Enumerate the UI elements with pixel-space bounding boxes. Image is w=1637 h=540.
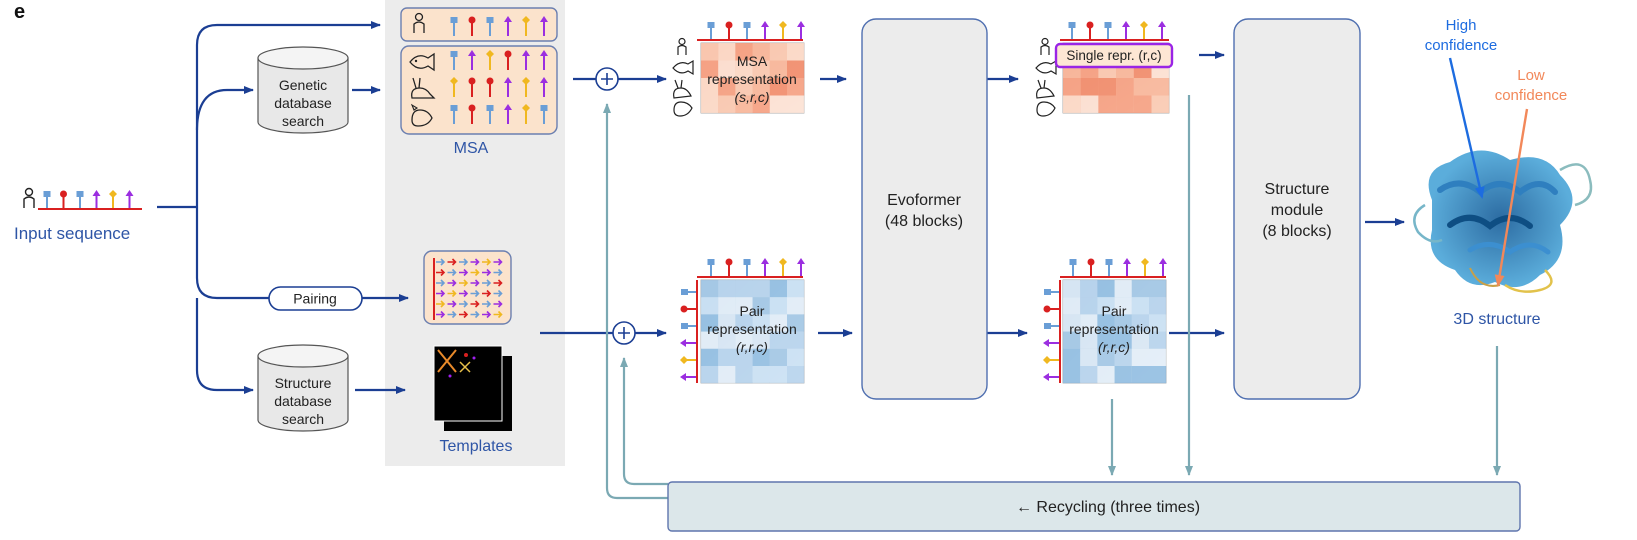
pairing-label: Pairing (293, 291, 337, 307)
structure-module-line3: (8 blocks) (1262, 223, 1331, 240)
chicken-icon (410, 103, 433, 127)
genetic-database-cylinder: Genetic database search (257, 46, 349, 134)
human-icon (23, 187, 35, 208)
structure-module-line2: module (1271, 202, 1324, 219)
human-icon (413, 12, 425, 33)
evoformer-line2: (48 blocks) (885, 213, 963, 230)
human-icon (677, 37, 687, 55)
structure-3d-label: 3D structure (1453, 311, 1540, 328)
main-flow-arrows (540, 51, 1405, 337)
msa-representation-matrix (700, 42, 805, 114)
pair-repr-right-line1: Pair (1102, 303, 1127, 319)
structure-module-line1: Structure (1265, 181, 1330, 198)
pair-repr-left-line3: (r,r,c) (736, 339, 768, 355)
rabbit-icon (673, 79, 692, 99)
high-confidence-line2: confidence (1425, 37, 1498, 54)
single-repr-label: Single repr. (r,c) (1066, 48, 1161, 63)
plus-node-pair (612, 321, 636, 345)
input-sequence-label: Input sequence (14, 224, 130, 243)
low-confidence-line2: confidence (1495, 87, 1568, 104)
high-confidence-line1: High (1446, 17, 1477, 34)
pair-representation-matrix (700, 279, 805, 384)
pairing-pill: Pairing (268, 286, 363, 311)
fish-icon (1035, 59, 1057, 76)
template-structures (433, 345, 512, 431)
plus-node-msa (595, 67, 619, 91)
msa-label: MSA (454, 140, 489, 157)
msa-residue-ticks (450, 16, 548, 124)
input-residue-ticks (43, 190, 134, 208)
genetic-database-line2: database (274, 95, 332, 111)
panel-label: e (14, 1, 25, 23)
structure-database-cylinder: Structure database search (257, 344, 349, 432)
pair-repr-side-residue-ticks (680, 289, 696, 381)
genetic-database-line1: Genetic (279, 77, 327, 93)
msa-query-box (400, 7, 558, 42)
rabbit-icon (411, 77, 436, 99)
evoformer-block: Evoformer (48 blocks) (861, 18, 988, 400)
protein-3d-structure-image (1413, 150, 1593, 293)
msa-representation-species-icons (672, 37, 694, 117)
msa-repr-line1: MSA (737, 53, 768, 69)
rabbit-icon (1036, 79, 1055, 99)
structure-module-block: Structure module (8 blocks) (1233, 18, 1361, 400)
pair-representation-right-matrix (1062, 279, 1167, 384)
human-icon (1040, 37, 1050, 55)
templates-label: Templates (440, 438, 513, 455)
chicken-icon (1036, 101, 1056, 117)
input-branch-arrows (157, 21, 409, 394)
fish-icon (672, 59, 694, 76)
single-repr-highlight: Single repr. (r,c) (1054, 42, 1174, 69)
msa-repr-line2: representation (707, 71, 797, 87)
pairing-grid-arrows (433, 258, 503, 320)
genetic-database-line3: search (282, 113, 324, 129)
chicken-icon (673, 101, 693, 117)
msa-alignment-box (400, 45, 558, 135)
msa-repr-line3: (s,r,c) (735, 89, 770, 105)
pair-repr-top-residue-ticks (707, 258, 805, 276)
pair-repr-left-line2: representation (707, 321, 797, 337)
structure-database-line2: database (274, 393, 332, 409)
pair-repr-left-line1: Pair (740, 303, 765, 319)
recycling-label: ← Recycling (three times) (1016, 499, 1200, 516)
input-sequence-glyph (23, 187, 142, 210)
fish-icon (409, 52, 435, 72)
msa-repr-residue-ticks (707, 21, 805, 39)
high-confidence-annotation: High confidence (1425, 17, 1498, 199)
pair-repr-right-line2: representation (1069, 321, 1159, 337)
single-repr-species-icons (1035, 37, 1057, 117)
pair-repr-right-side-residue-ticks (1043, 289, 1059, 381)
structure-database-line1: Structure (275, 375, 332, 391)
recycling-arrows (603, 95, 1501, 500)
pair-repr-right-top-residue-ticks (1069, 258, 1167, 276)
low-confidence-line1: Low (1517, 67, 1545, 84)
recycling-bar: ← Recycling (three times) (667, 481, 1521, 532)
low-confidence-annotation: Low confidence (1494, 67, 1568, 287)
evoformer-line1: Evoformer (887, 192, 961, 209)
pair-repr-right-line3: (r,r,c) (1098, 339, 1130, 355)
structure-database-line3: search (282, 411, 324, 427)
single-repr-residue-ticks (1068, 21, 1166, 39)
